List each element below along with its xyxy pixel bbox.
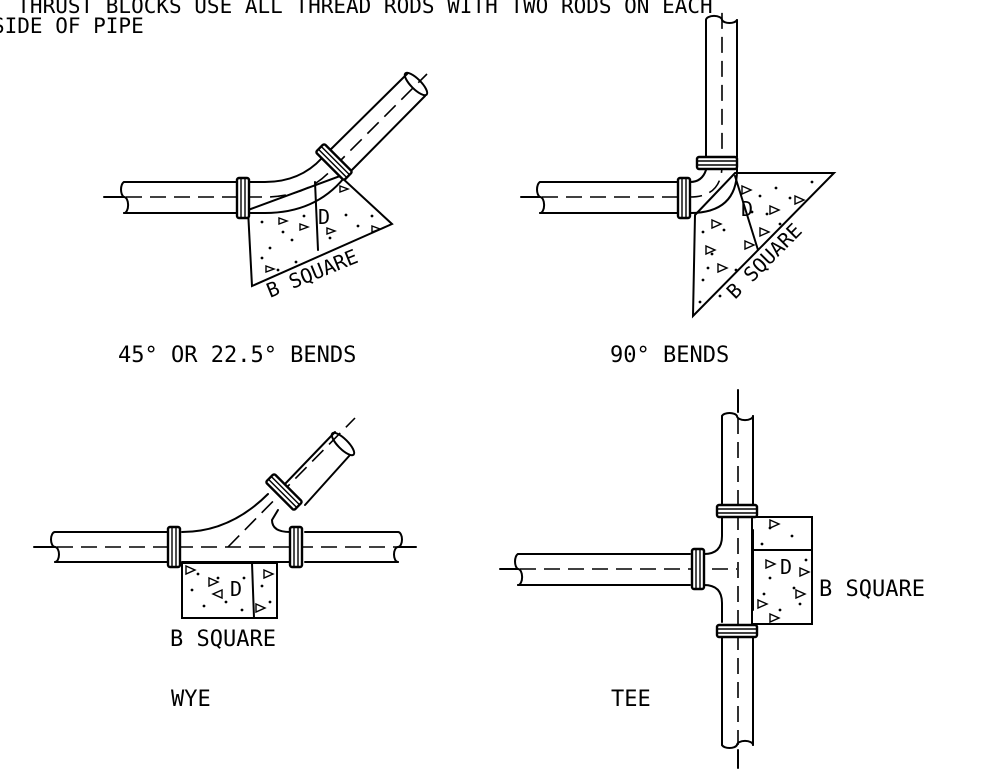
fitting-45-right (315, 143, 353, 181)
fitting-wye-left (166, 525, 182, 569)
fitting-45-left (235, 176, 251, 220)
detail-90-bend: D B SQUARE 90° BENDS (520, 8, 837, 368)
fitting-tee-branch (690, 547, 706, 591)
caption-tee: TEE (611, 687, 651, 712)
size-label-wye: B SQUARE (170, 627, 276, 652)
thrust-block-tee: D (751, 516, 813, 625)
fitting-90-horizontal (676, 176, 692, 220)
depth-label-45: D (318, 205, 330, 229)
caption-45-bend: 45° OR 22.5° BENDS (118, 343, 356, 368)
detail-45-bend: D B SQUARE 45° OR 22.5° BENDS (103, 71, 429, 368)
fitting-tee-top (715, 503, 759, 519)
fitting-tee-bottom (715, 623, 759, 639)
note-line-2: SIDE OF PIPE (0, 14, 144, 38)
detail-wye: D B SQUARE WYE (33, 417, 417, 712)
caption-90-bend: 90° BENDS (610, 343, 729, 368)
note-line-1: T THRUST BLOCKS USE ALL THREAD RODS WITH… (0, 0, 713, 18)
thrust-block-45: D (246, 174, 394, 288)
thrust-block-90: D (691, 172, 837, 319)
caption-wye: WYE (171, 687, 211, 712)
thrust-block-wye: D (181, 562, 278, 619)
fitting-wye-right (288, 525, 304, 569)
fitting-wye-branch (265, 473, 303, 511)
depth-label-tee: D (780, 555, 792, 579)
size-label-tee: B SQUARE (819, 577, 925, 602)
fitting-90-vertical (695, 155, 739, 171)
depth-label-wye: D (230, 577, 242, 601)
detail-tee: D B SQUARE TEE (499, 389, 925, 769)
depth-label-90: D (741, 197, 753, 221)
